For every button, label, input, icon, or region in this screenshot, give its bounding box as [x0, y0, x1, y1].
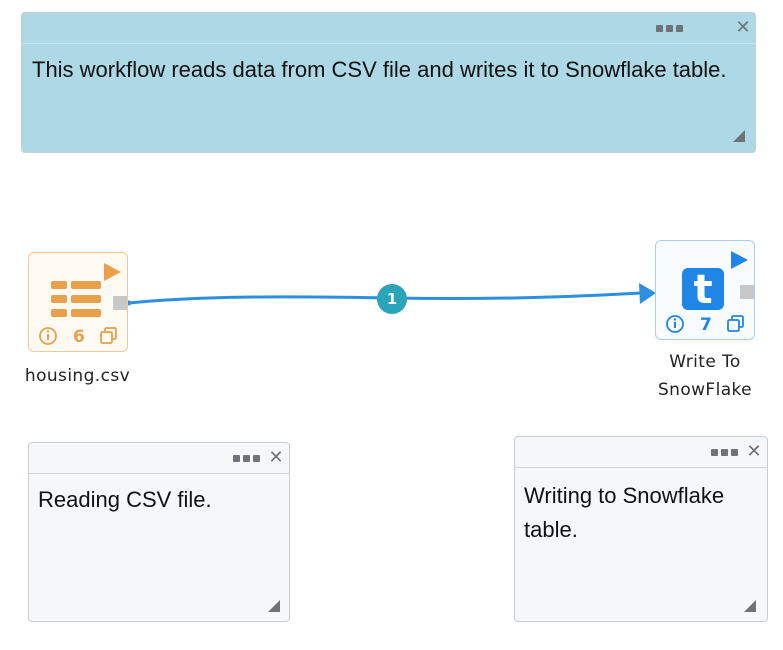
connection-index: 1	[386, 290, 398, 308]
annotation-header[interactable]	[515, 437, 767, 468]
node-label-housing-csv: housing.csv	[24, 366, 131, 386]
resize-handle-icon[interactable]	[732, 129, 746, 143]
resize-handle-icon[interactable]	[743, 599, 757, 613]
info-icon[interactable]	[38, 326, 58, 346]
annotation-header[interactable]	[22, 13, 755, 44]
node-count-badge: 7	[700, 315, 712, 335]
workflow-annotation-text: This workflow reads data from CSV file a…	[32, 57, 727, 82]
writing-annotation-text: Writing to Snowflake table.	[524, 483, 725, 542]
writing-annotation[interactable]: ✕ Writing to Snowflake table.	[514, 436, 768, 622]
copy-icon[interactable]	[99, 326, 119, 346]
annotation-header[interactable]	[29, 443, 289, 474]
csv-table-icon	[51, 281, 101, 317]
reading-annotation-text: Reading CSV file.	[38, 487, 212, 512]
execute-icon[interactable]	[101, 261, 123, 283]
info-icon[interactable]	[665, 314, 685, 334]
node-label-write-to-snowflake: Write To SnowFlake	[640, 348, 770, 404]
connection-index-badge[interactable]: 1	[377, 284, 407, 314]
copy-icon[interactable]	[726, 314, 746, 334]
node-housing-csv[interactable]: 6	[28, 252, 128, 352]
output-port[interactable]	[113, 296, 127, 310]
more-options-icon[interactable]	[656, 25, 684, 33]
close-icon[interactable]: ✕	[268, 447, 284, 467]
reading-annotation[interactable]: ✕ Reading CSV file.	[28, 442, 290, 622]
workflow-annotation[interactable]: ✕ This workflow reads data from CSV file…	[21, 12, 756, 153]
resize-handle-icon[interactable]	[267, 599, 281, 613]
node-count-badge: 6	[73, 327, 85, 347]
more-options-icon[interactable]	[711, 449, 739, 457]
connection-arrowhead	[639, 283, 656, 304]
execute-icon[interactable]	[728, 249, 750, 271]
close-icon[interactable]: ✕	[735, 17, 751, 37]
node-write-to-snowflake[interactable]: t 7	[655, 240, 755, 340]
more-options-icon[interactable]	[233, 455, 261, 463]
close-icon[interactable]: ✕	[746, 441, 762, 461]
node-label-line1: Write To	[669, 352, 741, 372]
output-port[interactable]	[740, 285, 754, 299]
snowflake-t-icon: t	[682, 268, 724, 312]
node-label-line2: SnowFlake	[657, 380, 753, 400]
